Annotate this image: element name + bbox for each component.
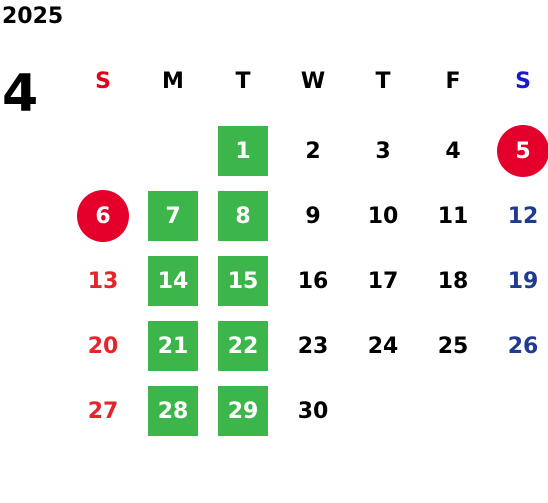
day-number: 3 <box>375 139 391 164</box>
weekday-tuesday: T <box>235 69 251 94</box>
day-number: 4 <box>445 139 461 164</box>
weekday-thursday: T <box>375 69 391 94</box>
day-cell-24[interactable]: 24 <box>348 313 418 378</box>
day-number: 16 <box>297 269 329 294</box>
day-cell-10[interactable]: 10 <box>348 183 418 248</box>
day-number: 7 <box>148 190 198 241</box>
day-number: 8 <box>218 190 268 241</box>
day-number: 29 <box>218 385 268 436</box>
day-cell-12[interactable]: 12 <box>488 183 548 248</box>
day-number: 19 <box>507 269 539 294</box>
day-number: 14 <box>148 255 198 306</box>
day-cell-8[interactable]: 8 <box>208 183 278 248</box>
weekday-wednesday: W <box>300 69 326 94</box>
day-number: 15 <box>218 255 268 306</box>
day-number: 30 <box>297 399 329 424</box>
day-number: 18 <box>437 269 469 294</box>
day-cell-3[interactable]: 3 <box>348 118 418 183</box>
weekday-friday: F <box>445 69 461 94</box>
day-number: 1 <box>218 125 268 176</box>
day-cell-28[interactable]: 28 <box>138 378 208 443</box>
weekday-monday: M <box>162 69 184 94</box>
day-cell-5[interactable]: 5 <box>488 118 548 183</box>
day-cell-20[interactable]: 20 <box>68 313 138 378</box>
day-cell-21[interactable]: 21 <box>138 313 208 378</box>
day-number: 9 <box>305 204 321 229</box>
day-cell-19[interactable]: 19 <box>488 248 548 313</box>
day-number: 17 <box>367 269 399 294</box>
day-number: 25 <box>437 334 469 359</box>
day-cell-9[interactable]: 9 <box>278 183 348 248</box>
day-cell-25[interactable]: 25 <box>418 313 488 378</box>
day-number: 21 <box>148 320 198 371</box>
day-cell-2[interactable]: 2 <box>278 118 348 183</box>
day-number: 28 <box>148 385 198 436</box>
weekday-sunday: S <box>95 69 111 94</box>
day-cell-13[interactable]: 13 <box>68 248 138 313</box>
day-number: 2 <box>305 139 321 164</box>
day-number: 10 <box>367 204 399 229</box>
day-cell-6[interactable]: 6 <box>68 183 138 248</box>
day-cell-22[interactable]: 22 <box>208 313 278 378</box>
day-number: 20 <box>87 334 119 359</box>
day-cell-4[interactable]: 4 <box>418 118 488 183</box>
day-number: 12 <box>507 204 539 229</box>
day-cell-17[interactable]: 17 <box>348 248 418 313</box>
day-number: 5 <box>497 124 548 177</box>
day-cell-14[interactable]: 14 <box>138 248 208 313</box>
day-cell-16[interactable]: 16 <box>278 248 348 313</box>
weekday-saturday: S <box>515 69 531 94</box>
day-cell-29[interactable]: 29 <box>208 378 278 443</box>
day-number: 11 <box>437 204 469 229</box>
weekday-header-row: S M T W T F S <box>68 64 548 100</box>
month-number: 4 <box>2 64 39 124</box>
day-number: 13 <box>87 269 119 294</box>
day-cell-27[interactable]: 27 <box>68 378 138 443</box>
day-cell-7[interactable]: 7 <box>138 183 208 248</box>
day-number: 6 <box>77 189 129 242</box>
day-cell-18[interactable]: 18 <box>418 248 488 313</box>
day-cell-15[interactable]: 15 <box>208 248 278 313</box>
day-cell-1[interactable]: 1 <box>208 118 278 183</box>
day-cell-30[interactable]: 30 <box>278 378 348 443</box>
day-number: 26 <box>507 334 539 359</box>
day-number: 24 <box>367 334 399 359</box>
day-cell-26[interactable]: 26 <box>488 313 548 378</box>
day-cell-23[interactable]: 23 <box>278 313 348 378</box>
day-number: 22 <box>218 320 268 371</box>
year-label: 2025 <box>2 4 64 29</box>
day-number: 23 <box>297 334 329 359</box>
day-number: 27 <box>87 399 119 424</box>
day-cell-11[interactable]: 11 <box>418 183 488 248</box>
